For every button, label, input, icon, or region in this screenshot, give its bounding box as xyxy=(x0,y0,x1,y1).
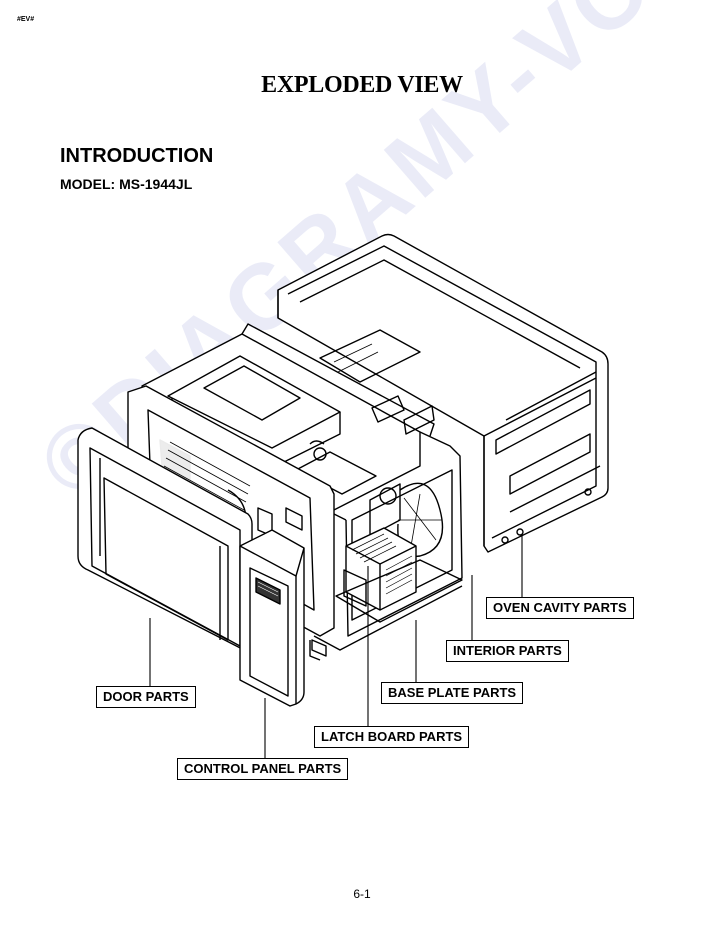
section-title: INTRODUCTION xyxy=(60,145,214,167)
oven-cavity-parts-label: OVEN CAVITY PARTS xyxy=(486,597,634,619)
oven-cavity-case xyxy=(277,233,609,553)
corner-tag: #EV# xyxy=(17,16,35,23)
page-title: EXPLODED VIEW xyxy=(261,72,463,98)
interior-parts-label: INTERIOR PARTS xyxy=(446,640,569,662)
door-parts-label: DOOR PARTS xyxy=(96,686,196,708)
transformer xyxy=(343,527,417,611)
door xyxy=(77,427,253,655)
control-panel-parts-label: CONTROL PANEL PARTS xyxy=(177,758,349,780)
base-plate xyxy=(309,559,463,661)
model-number: MODEL: MS-1944JL xyxy=(60,176,193,192)
base-plate-parts-label: BASE PLATE PARTS xyxy=(381,682,524,704)
control-panel xyxy=(239,529,305,707)
page-number: 6-1 xyxy=(353,887,371,901)
callout-leaders xyxy=(149,534,523,758)
latch-board-parts-label: LATCH BOARD PARTS xyxy=(314,726,470,748)
